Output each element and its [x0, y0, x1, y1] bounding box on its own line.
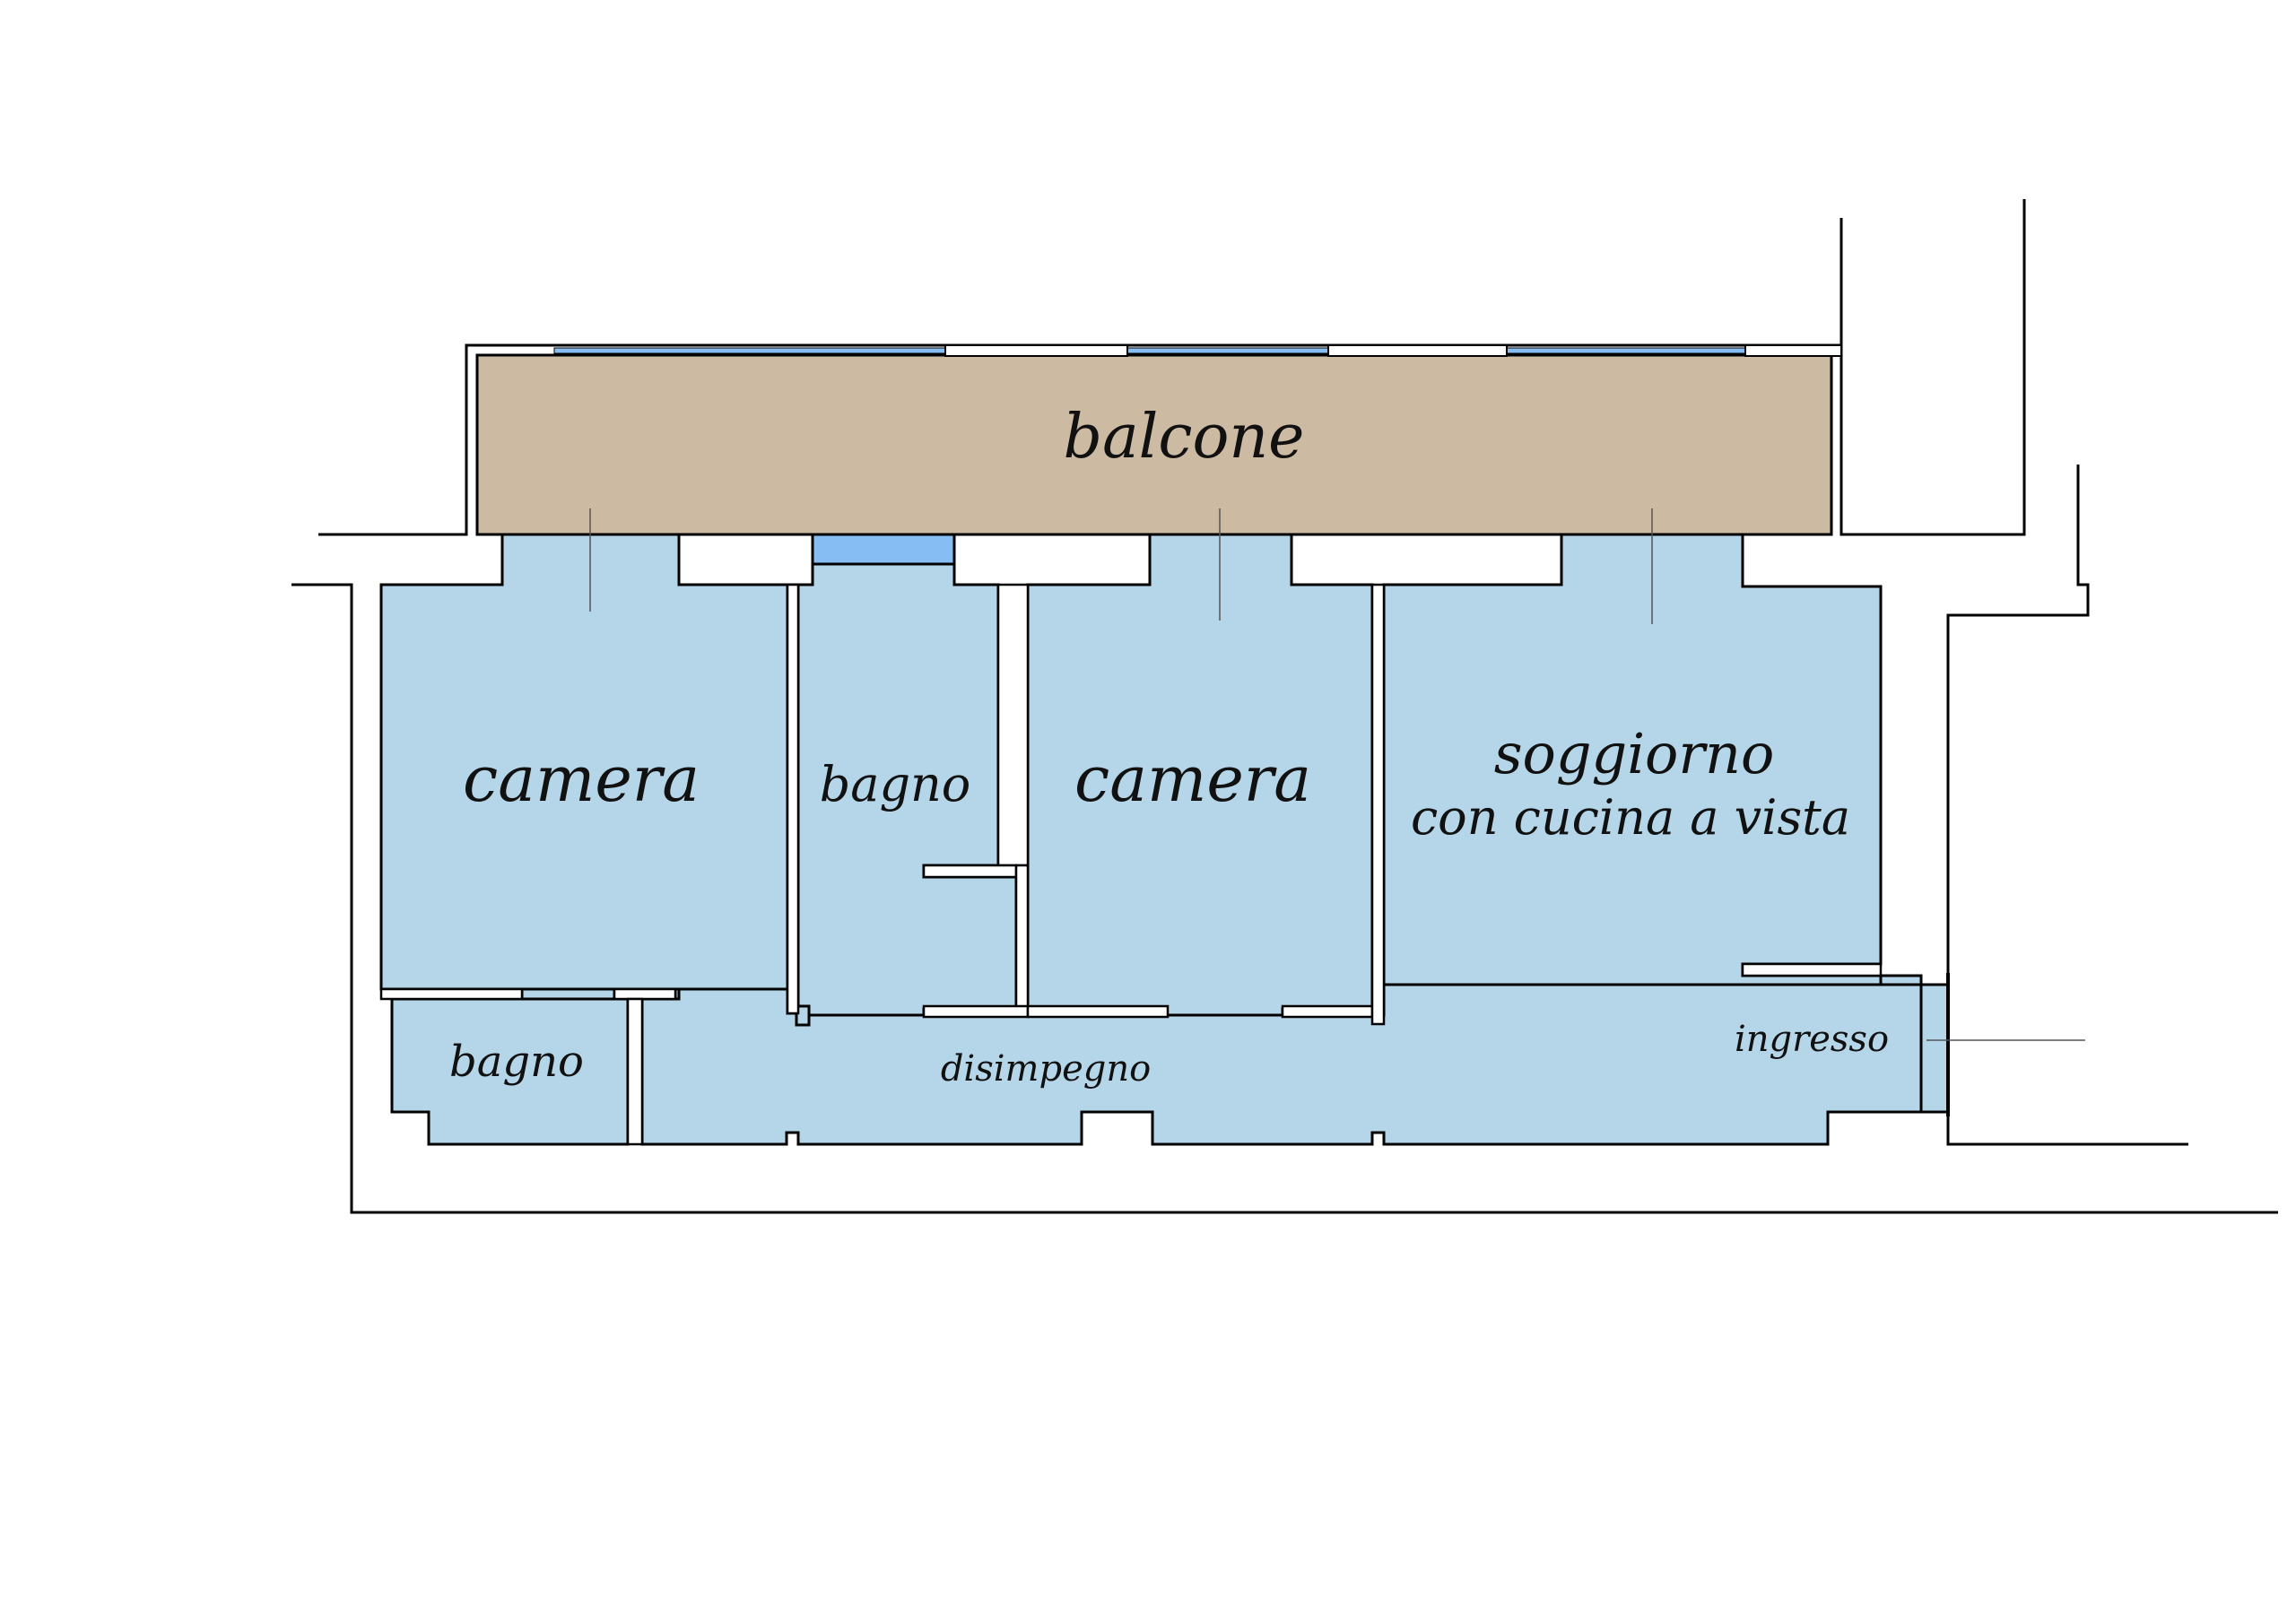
- hallway-label: disimpegno: [941, 1048, 1151, 1090]
- bedroom-left-label: camera: [463, 743, 700, 816]
- balcony-window-strip-1: [553, 347, 946, 354]
- entrance-label: ingresso: [1735, 1019, 1889, 1060]
- balcony-pier-1: [944, 344, 1128, 357]
- wall-bedroom-bathroom-left: [379, 987, 524, 1001]
- bathroom-bottom-label: bagno: [449, 1037, 584, 1087]
- bathroom-top-label: bagno: [820, 756, 971, 812]
- wall-bath-closet: [922, 864, 1018, 879]
- outer-wall-right-stair: [1946, 465, 2188, 1146]
- living-label: soggiorno: [1494, 721, 1775, 786]
- balcony-window-strip-3: [1506, 347, 1746, 354]
- wall-bedroom-center-hall-right: [1281, 1004, 1374, 1019]
- outer-wall-left-bottom: [291, 583, 2278, 1214]
- rooms: [379, 533, 1923, 1146]
- balcony-label: balcone: [1064, 402, 1305, 473]
- reference-lines: [589, 508, 2085, 1041]
- wall-living-entrance: [1741, 962, 1883, 977]
- bathroom-window: [811, 533, 956, 566]
- wall-bath-hall: [922, 1004, 1030, 1019]
- wall-bedroom-bath: [786, 583, 800, 1015]
- wall-bath-bedroom: [996, 583, 1030, 867]
- wall-bath-closet-vertical: [1014, 864, 1030, 1011]
- wall-bedroom-center-hall-left: [1026, 1004, 1170, 1019]
- room-labels: camera bagno camera soggiorno con cucina…: [449, 721, 1889, 1090]
- balcony-pier-2: [1327, 344, 1508, 357]
- wall-bathroom-hall: [626, 997, 644, 1146]
- living-sub-label: con cucina a vista: [1411, 789, 1850, 846]
- balcony: balcone: [475, 344, 1842, 536]
- balcony-area: [475, 353, 1833, 536]
- wall-bedroom-bathroom-right: [613, 987, 677, 1001]
- interior-walls: [379, 583, 1950, 1146]
- bedroom-center-label: camera: [1074, 743, 1311, 816]
- wall-bedroom-living: [1370, 583, 1386, 1026]
- balcony-pier-3: [1744, 344, 1842, 357]
- balcony-window-strip-2: [1126, 347, 1329, 354]
